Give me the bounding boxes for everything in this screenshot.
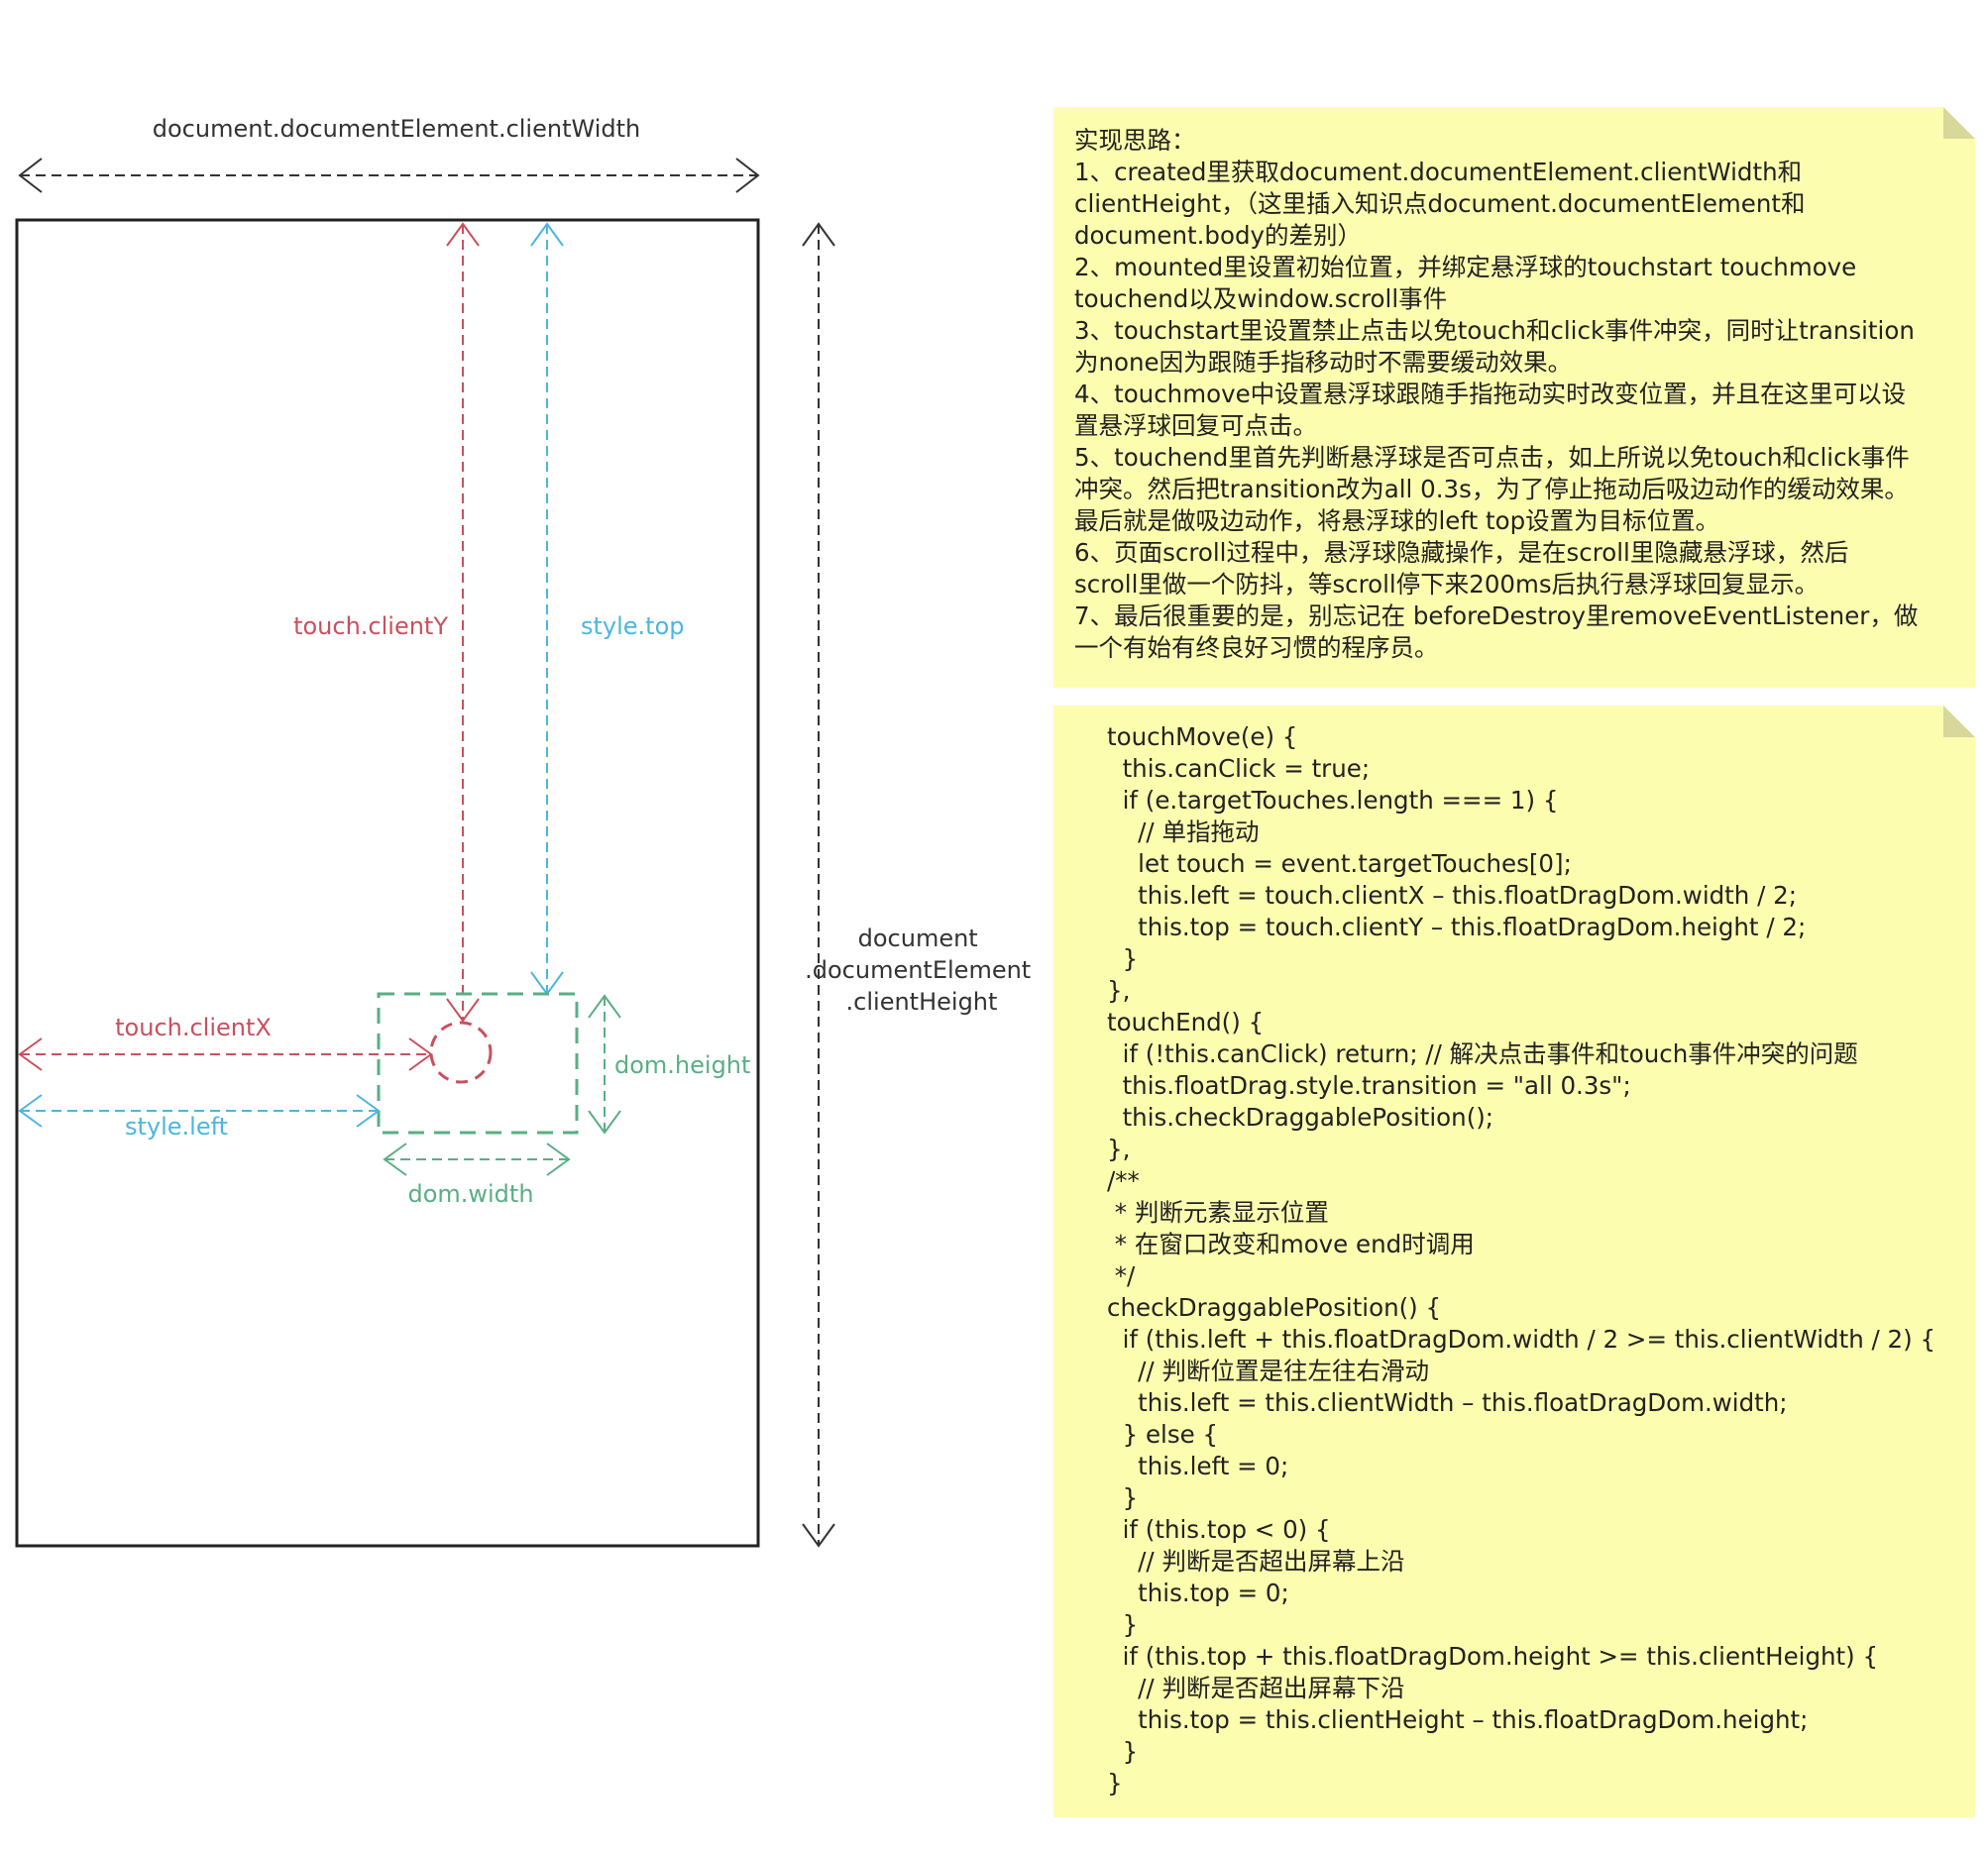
float-dom-box	[377, 992, 579, 1135]
code-line: * 在窗口改变和move end时调用	[1107, 1230, 1475, 1258]
code-line: },	[1107, 976, 1131, 1005]
note-fold-corner	[1943, 107, 1975, 139]
code-line: } else {	[1107, 1420, 1219, 1449]
code-snippet-note: touchMove(e) { this.canClick = true; if …	[1053, 706, 1975, 1817]
style-top-label: style.top	[581, 612, 685, 640]
code-line: * 判断元素显示位置	[1107, 1198, 1329, 1227]
code-line: // 判断是否超出屏幕上沿	[1107, 1547, 1405, 1576]
code-line: if (this.top + this.floatDragDom.height …	[1107, 1642, 1879, 1671]
code-line: if (this.left + this.floatDragDom.width …	[1107, 1325, 1936, 1354]
ideas-line: 4、touchmove中设置悬浮球跟随手指拖动实时改变位置，并且在这里可以设	[1074, 380, 1907, 408]
code-line: this.left = 0;	[1107, 1452, 1289, 1480]
code-line: // 判断位置是往左往右滑动	[1107, 1357, 1429, 1385]
code-line: if (!this.canClick) return; // 解决点击事件和to…	[1107, 1039, 1858, 1068]
touch-client-x-label: touch.clientX	[115, 1014, 272, 1041]
code-line: this.left = this.clientWidth – this.floa…	[1107, 1388, 1788, 1417]
float-ball-layout-diagram: document.documentElement.clientWidth doc…	[15, 115, 1039, 1548]
ideas-line: 一个有始有终良好习惯的程序员。	[1074, 633, 1439, 662]
ideas-line: clientHeight，（这里插入知识点document.documentEl…	[1074, 189, 1806, 218]
code-line: }	[1107, 1737, 1139, 1766]
client-height-arrow	[802, 222, 835, 1548]
ideas-line: 冲突。然后把transition改为all 0.3s，为了停止拖动后吸边动作的缓…	[1074, 475, 1909, 503]
ideas-line: 为none因为跟随手指移动时不需要缓动效果。	[1074, 348, 1573, 377]
code-line: this.canClick = true;	[1107, 754, 1371, 783]
code-line: // 判断是否超出屏幕下沿	[1107, 1674, 1405, 1702]
code-line: }	[1107, 1610, 1139, 1639]
dom-width-arrow	[383, 1143, 571, 1176]
ideas-line: 实现思路：	[1074, 126, 1196, 155]
dom-height-label: dom.height	[614, 1051, 750, 1079]
ideas-line: document.body的差别）	[1074, 221, 1362, 250]
style-top-arrow	[530, 222, 564, 996]
ideas-line: 7、最后很重要的是，别忘记在 beforeDestroy里removeEvent…	[1074, 601, 1919, 630]
code-line: */	[1107, 1261, 1136, 1290]
ideas-line: 1、created里获取document.documentElement.cli…	[1074, 158, 1803, 186]
code-line: checkDraggablePosition() {	[1107, 1293, 1442, 1322]
ideas-line: 置悬浮球回复可点击。	[1074, 411, 1317, 440]
code-line: touchEnd() {	[1107, 1008, 1265, 1036]
note-fold-corner	[1943, 706, 1975, 737]
ideas-line: 最后就是做吸边动作，将悬浮球的left top设置为目标位置。	[1074, 506, 1720, 535]
client-width-label: document.documentElement.clientWidth	[153, 115, 640, 143]
client-height-label-line-3: .clientHeight	[846, 988, 998, 1016]
touch-client-y-label: touch.clientY	[293, 612, 448, 640]
ideas-line: 3、touchstart里设置禁止点击以免touch和click事件冲突，同时让…	[1074, 316, 1915, 345]
code-line: }	[1107, 944, 1139, 973]
code-line: this.floatDrag.style.transition = "all 0…	[1107, 1071, 1631, 1100]
code-line: let touch = event.targetTouches[0];	[1107, 849, 1572, 878]
client-height-label: document .documentElement .clientHeight	[805, 925, 1039, 1016]
ideas-line: 2、mounted里设置初始位置，并绑定悬浮球的touchstart touch…	[1074, 253, 1857, 281]
code-line: touchMove(e) {	[1107, 722, 1298, 751]
ideas-line: 6、页面scroll过程中，悬浮球隐藏操作，是在scroll里隐藏悬浮球，然后	[1074, 538, 1849, 567]
dom-width-label: dom.width	[407, 1180, 533, 1208]
client-height-label-line-2: .documentElement	[805, 956, 1031, 984]
code-line: this.top = touch.clientY – this.floatDra…	[1107, 913, 1807, 941]
client-width-arrow	[18, 158, 760, 193]
implementation-ideas-note: 实现思路： 1、created里获取document.documentEleme…	[1053, 107, 1975, 688]
code-line: if (this.top < 0) {	[1107, 1515, 1331, 1544]
code-line: // 单指拖动	[1107, 818, 1260, 846]
code-line: this.top = 0;	[1107, 1579, 1289, 1607]
viewport-frame	[15, 218, 760, 1548]
dom-height-arrow	[588, 994, 621, 1135]
code-line: /**	[1107, 1166, 1140, 1195]
ideas-line: scroll里做一个防抖，等scroll停下来200ms后执行悬浮球回复显示。	[1074, 570, 1820, 599]
client-height-label-line-1: document	[858, 925, 978, 952]
code-line: }	[1107, 1769, 1123, 1798]
code-line: this.checkDraggablePosition();	[1107, 1103, 1494, 1132]
code-line: },	[1107, 1135, 1131, 1163]
ideas-line: 5、touchend里首先判断悬浮球是否可点击，如上所说以免touch和clic…	[1074, 443, 1910, 472]
style-left-arrow	[18, 1094, 381, 1128]
code-line: }	[1107, 1483, 1139, 1512]
code-line: this.left = touch.clientX – this.floatDr…	[1107, 881, 1797, 910]
code-line: if (e.targetTouches.length === 1) {	[1107, 786, 1559, 815]
touch-client-x-arrow	[18, 1037, 433, 1071]
style-left-label: style.left	[125, 1113, 228, 1141]
touch-client-y-arrow	[446, 222, 480, 1023]
code-line: this.top = this.clientHeight – this.floa…	[1107, 1705, 1809, 1734]
ideas-line: touchend以及window.scroll事件	[1074, 284, 1448, 313]
touch-point-circle	[429, 1021, 493, 1084]
